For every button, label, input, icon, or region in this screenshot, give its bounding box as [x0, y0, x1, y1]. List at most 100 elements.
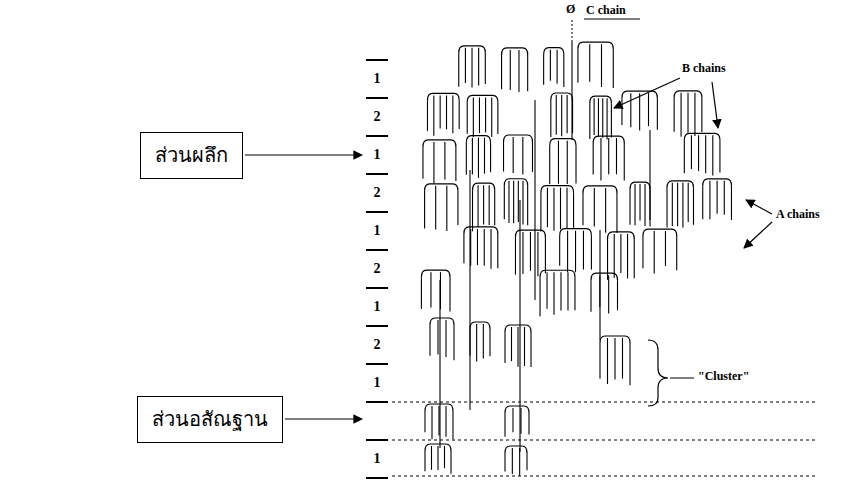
glucan-chain: [567, 95, 568, 133]
glucan-chain: [445, 406, 446, 437]
layer-number: 2: [374, 109, 381, 124]
glucan-chain: [594, 98, 595, 135]
glucan-chain: [478, 185, 479, 227]
glucan-chain: [490, 229, 491, 269]
glucan-chain: [497, 102, 498, 134]
glucan-chain: [455, 147, 456, 181]
glucan-chain: [508, 181, 509, 223]
glucan-chain: [452, 95, 453, 133]
glucan-chain: [515, 237, 516, 275]
cluster-label: "Cluster": [698, 370, 749, 383]
glucan-chain: [598, 98, 599, 136]
glucan-chain: [583, 231, 584, 270]
glucan-chain: [445, 320, 446, 357]
region-name: ส่วนผลึก: [155, 143, 228, 168]
glucan-chain: [520, 408, 521, 434]
glucan-chain: [608, 275, 609, 313]
layer-number: 2: [374, 261, 381, 276]
amorphous-boundary: [392, 440, 815, 441]
chain-cluster: [560, 229, 592, 273]
glucan-chain: [594, 188, 595, 227]
glucan-chain: [504, 186, 505, 219]
leader-arrow: [744, 222, 772, 248]
glucan-chain: [553, 188, 554, 231]
glucan-chain: [561, 95, 562, 136]
chain-cluster: [459, 46, 486, 88]
glucan-chain: [613, 49, 614, 88]
glucan-chain: [479, 97, 480, 133]
glucan-chain: [471, 48, 472, 88]
glucan-chain: [558, 141, 559, 184]
glucan-chain: [560, 272, 561, 310]
chain-cluster: [630, 182, 650, 227]
glucan-chain: [446, 95, 447, 129]
chain-cluster: [504, 179, 527, 226]
glucan-chain: [567, 272, 568, 310]
glucan-chain: [437, 446, 438, 470]
glucan-chain: [657, 98, 658, 130]
glucan-chain: [453, 325, 454, 360]
glucan-chain: [449, 277, 450, 311]
glucan-chain: [698, 135, 699, 171]
glucan-chain: [560, 188, 561, 230]
glucan-chain: [593, 143, 594, 174]
glucan-chain: [566, 188, 567, 229]
glucan-chain: [431, 446, 432, 470]
glucan-chain: [627, 234, 628, 279]
glucan-chain: [589, 103, 590, 139]
glucan-chain: [446, 186, 447, 231]
layer-number: 1: [374, 375, 381, 390]
glucan-chain: [688, 183, 689, 222]
glucan-chain: [532, 142, 533, 172]
glucan-chain: [526, 453, 527, 470]
b-chain: [439, 280, 440, 448]
glucan-chain: [605, 188, 606, 233]
glucan-chain: [629, 189, 630, 225]
glucan-chain: [537, 232, 538, 276]
glucan-chain: [472, 138, 473, 175]
region-pointer: [285, 418, 362, 419]
chain-cluster: [473, 183, 495, 231]
glucan-chain: [602, 98, 603, 138]
glucan-chain: [639, 184, 640, 220]
leader-arrow: [746, 200, 772, 214]
chain-cluster: [591, 273, 618, 313]
glucan-chain: [504, 413, 505, 437]
chain-arc: [427, 93, 459, 100]
chain-cluster: [593, 136, 624, 180]
glucan-chain: [624, 143, 625, 180]
glucan-chain: [463, 234, 464, 263]
glucan-chain: [513, 137, 514, 173]
glucan-chain: [540, 193, 541, 232]
glucan-chain: [444, 446, 445, 468]
glucan-chain: [519, 448, 520, 476]
glucan-chain: [435, 186, 436, 230]
glucan-chain: [494, 190, 495, 225]
glucan-chain: [634, 239, 635, 278]
glucan-chain: [607, 338, 608, 384]
glucan-chain: [490, 143, 491, 172]
glucan-chain: [522, 137, 523, 174]
chain-arc: [540, 270, 575, 277]
glucan-chain: [512, 408, 513, 432]
chain-cluster: [667, 181, 693, 228]
chain-cluster: [427, 93, 459, 135]
chain-label: B chains: [682, 62, 726, 75]
amorphous-boundary: [392, 476, 815, 477]
chain-cluster: [467, 95, 498, 137]
chain-arc: [430, 318, 454, 325]
region-box: ส่วนอสัณฐาน: [137, 396, 283, 443]
chain-arc: [504, 179, 527, 186]
glucan-chain: [719, 140, 720, 172]
glucan-chain: [501, 55, 502, 89]
glucan-chain: [559, 236, 560, 266]
glucan-chain: [491, 97, 492, 137]
glucan-chain: [459, 100, 460, 129]
chain-cluster: [423, 140, 456, 184]
glucan-chain: [665, 231, 666, 266]
chain-label: A chains: [776, 208, 820, 221]
chain-arc: [578, 42, 613, 49]
glucan-chain: [497, 234, 498, 268]
glucan-chain: [654, 231, 655, 273]
scale-tick: [366, 439, 388, 441]
